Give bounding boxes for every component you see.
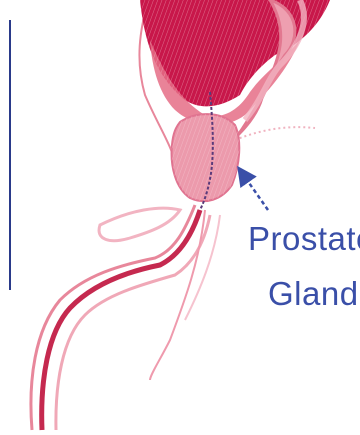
prostate-hatching xyxy=(172,114,240,201)
label-arrow xyxy=(240,170,268,210)
label-gland: Gland xyxy=(268,275,359,312)
label-prostate: Prostate xyxy=(248,220,360,257)
penile-shaft-inner xyxy=(56,215,210,430)
vas-deferens-dotted xyxy=(235,127,315,140)
corpus-tissue xyxy=(99,208,180,241)
